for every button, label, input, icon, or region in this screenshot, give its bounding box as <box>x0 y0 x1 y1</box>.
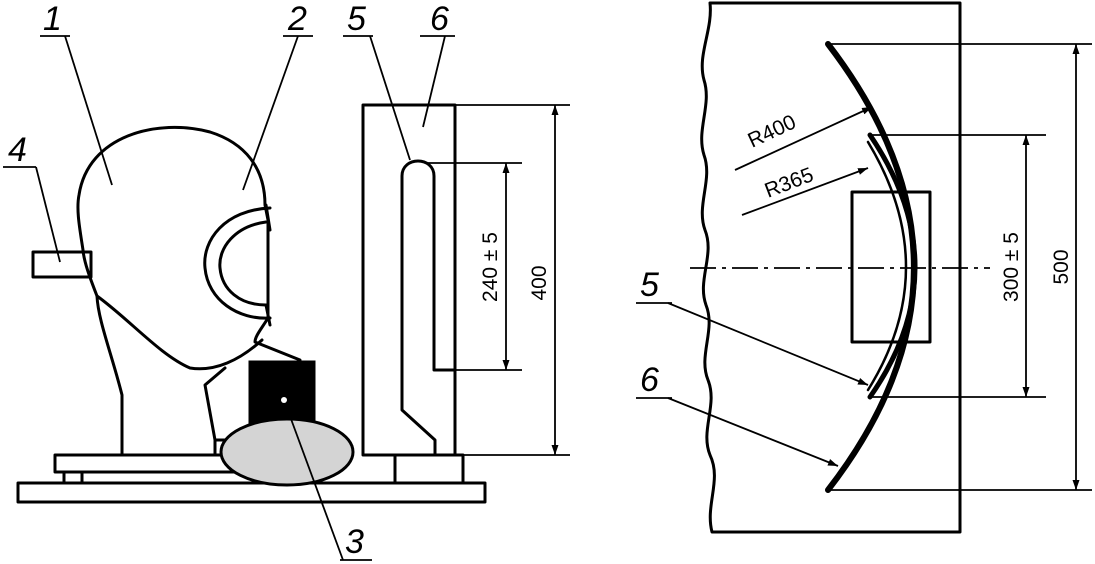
callout-6-left-label: 6 <box>430 0 449 38</box>
callout-4-label: 4 <box>8 131 27 169</box>
callout-5-left: 5 <box>343 0 411 161</box>
outer-arc <box>825 41 917 493</box>
callout-5-left-label: 5 <box>347 0 366 38</box>
holder-rect <box>850 190 932 344</box>
callout-2: 2 <box>242 0 313 191</box>
callout-1-label: 1 <box>43 0 62 38</box>
air-stub <box>31 250 93 279</box>
dim-inner-arc-height-label: 300 ± 5 <box>1000 232 1023 302</box>
top-view-outline <box>700 1 962 534</box>
callout-1: 1 <box>40 0 113 186</box>
inner-arc-outer-edge <box>867 132 918 400</box>
dim-inner-arc-height: 300 ± 5 <box>870 134 1046 398</box>
visor-band-top <box>264 203 272 232</box>
radius-r365: R365 <box>741 163 869 216</box>
jaw-line <box>95 294 264 371</box>
callout-2-label: 2 <box>287 0 307 38</box>
neck-line <box>203 366 227 442</box>
callout-5-right-label: 5 <box>640 266 659 304</box>
head-platform <box>53 453 237 474</box>
callout-5-right: 5 <box>636 266 869 386</box>
dim-panel-height: 400 <box>455 104 570 456</box>
dim-slot-height-label: 240 ± 5 <box>479 232 502 302</box>
side-view: 240 ± 5 400 1 2 5 6 <box>3 0 570 561</box>
panel-foot <box>393 453 465 485</box>
radius-r400-label: R400 <box>744 110 799 152</box>
dim-outer-arc-height-label: 500 <box>1050 249 1073 284</box>
dim-panel-height-label: 400 <box>528 265 551 300</box>
dim-slot-height: 240 ± 5 <box>428 162 522 371</box>
top-view: R400 R365 300 ± 5 500 5 6 <box>636 1 1092 534</box>
visor-band-bottom <box>264 303 272 327</box>
base-plate <box>16 481 487 504</box>
radius-r400: R400 <box>734 106 873 171</box>
callout-4: 4 <box>3 131 61 263</box>
gray-ellipse <box>219 417 355 487</box>
slot <box>400 159 457 457</box>
callout-3-label: 3 <box>345 523 364 561</box>
visor-inner <box>218 220 268 307</box>
inner-arc-inner-edge <box>866 140 908 392</box>
callout-3: 3 <box>281 397 372 561</box>
callout-6-right: 6 <box>636 361 839 467</box>
callout-6-left: 6 <box>420 0 455 128</box>
callout-6-right-label: 6 <box>640 361 659 399</box>
visor <box>203 206 272 320</box>
dim-outer-arc-height: 500 <box>828 43 1092 491</box>
platform-foot <box>62 470 84 485</box>
